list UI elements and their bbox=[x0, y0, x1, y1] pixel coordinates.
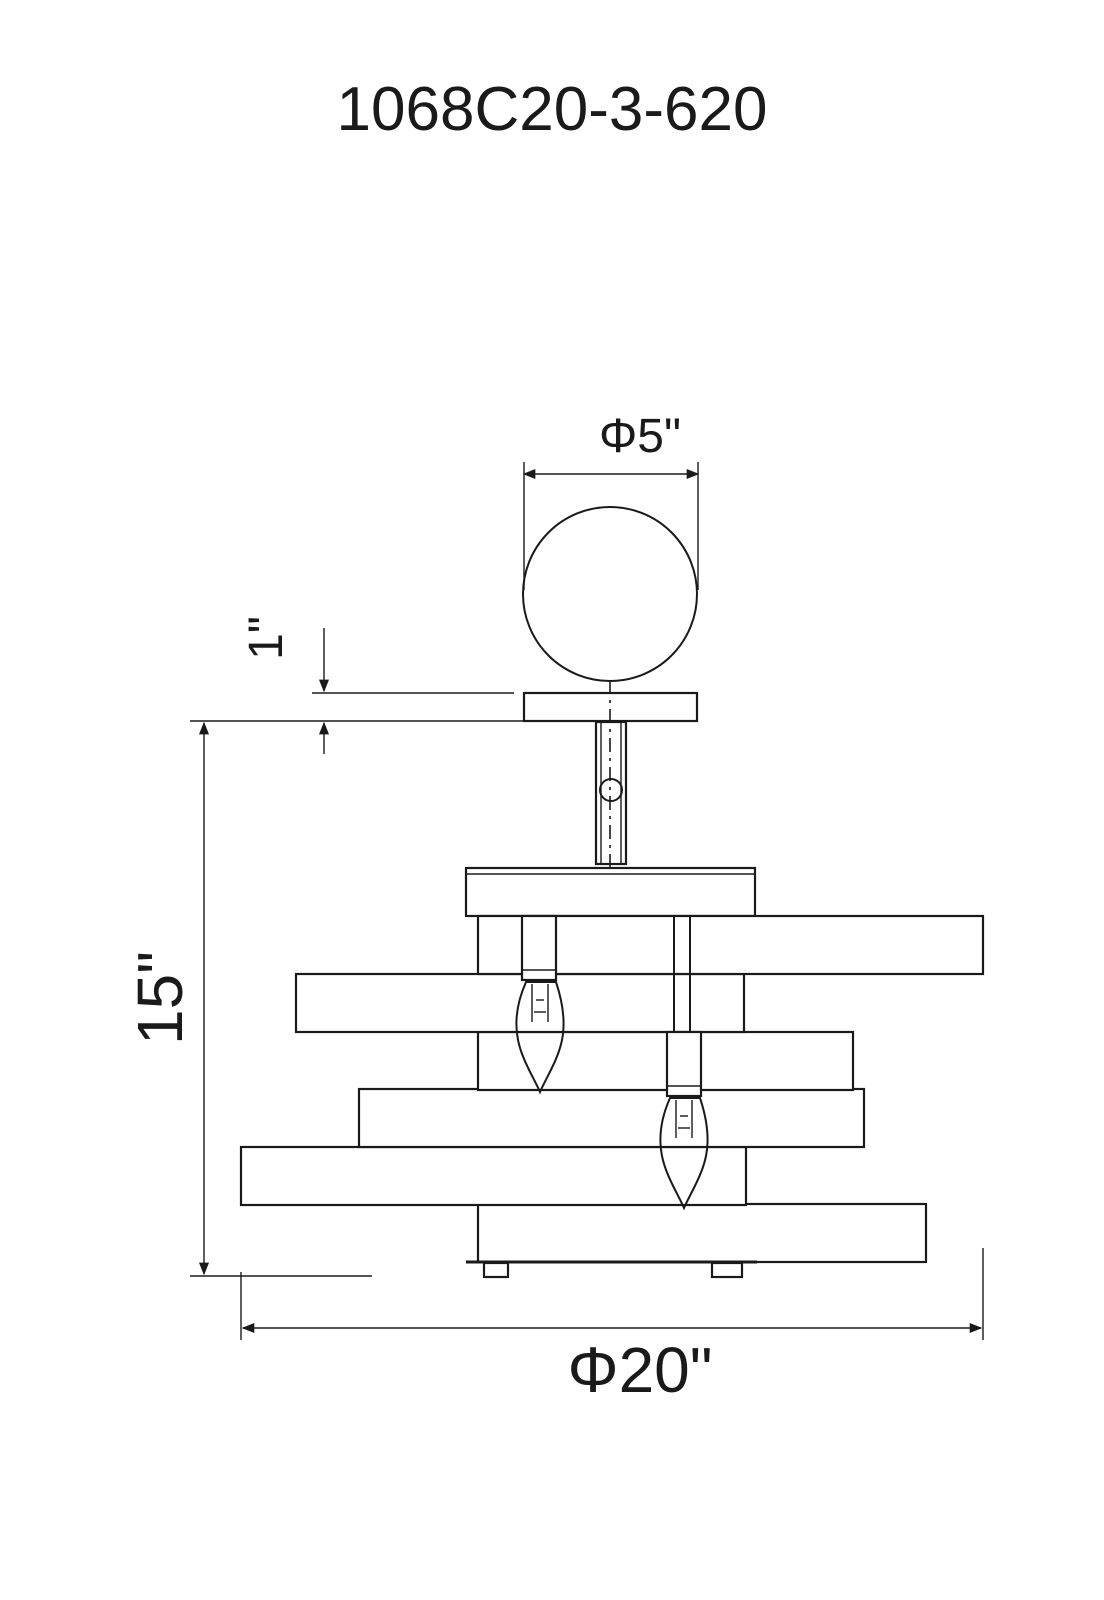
overall-height-label: 15" bbox=[124, 951, 196, 1045]
canopy-height-label: 1" bbox=[240, 616, 293, 660]
lamp-holder-left bbox=[520, 914, 558, 982]
slab-6 bbox=[476, 1202, 928, 1264]
globe-diameter-label: Φ5" bbox=[599, 410, 681, 463]
globe-diameter-dimension: Φ5" bbox=[522, 410, 700, 590]
canopy-height-dimension: 1" bbox=[240, 616, 330, 754]
top-plate bbox=[464, 866, 757, 918]
foot-right bbox=[710, 1261, 744, 1279]
lamp-holder-right bbox=[665, 1030, 703, 1098]
overall-diameter-label: Φ20" bbox=[568, 1334, 713, 1406]
slab-5 bbox=[239, 1145, 748, 1207]
foot-left bbox=[482, 1261, 510, 1279]
stem-swivel bbox=[599, 778, 623, 802]
candle-bulb-right bbox=[659, 1097, 709, 1211]
overall-height-dimension: 15" bbox=[124, 721, 372, 1277]
globe bbox=[522, 506, 698, 682]
candle-bulb-left bbox=[515, 981, 565, 1095]
slab-2 bbox=[294, 972, 746, 1034]
slab-1 bbox=[476, 914, 985, 976]
overall-diameter-dimension: Φ20" bbox=[240, 1248, 984, 1406]
model-number-title: 1068C20-3-620 bbox=[337, 75, 768, 144]
slab-4 bbox=[357, 1087, 866, 1149]
